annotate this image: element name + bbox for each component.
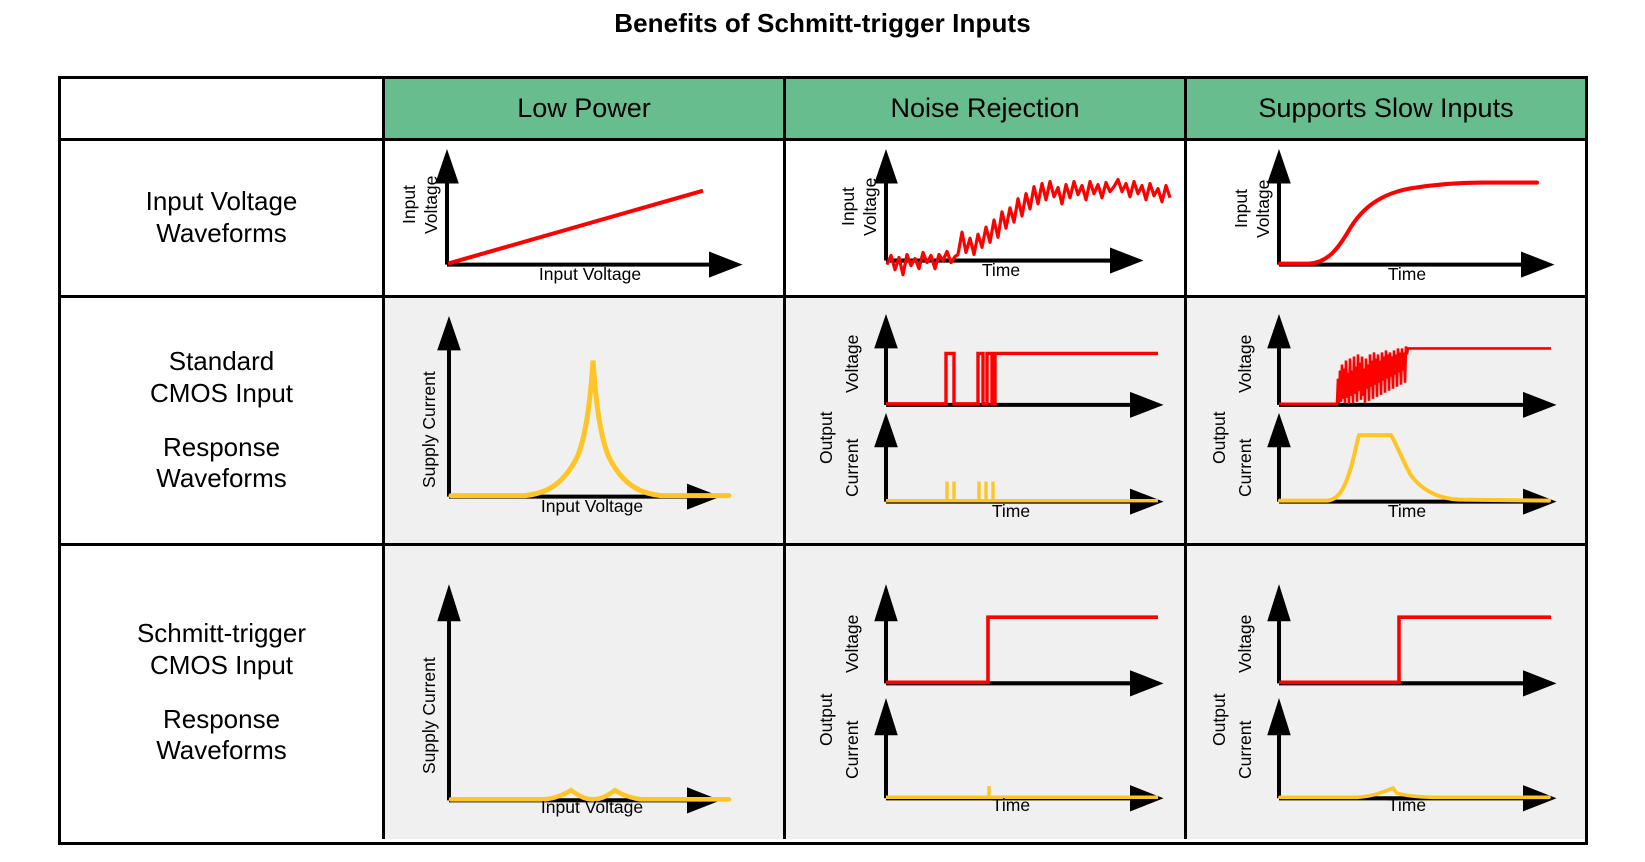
y-axis-label-a: Supply Current (419, 371, 439, 489)
y-axis-label-output: Output (1209, 693, 1229, 747)
x-axis-label: Time (991, 501, 1031, 521)
y-axis-label-a: Supply Current (419, 657, 439, 775)
x-axis-label: Input Voltage (540, 496, 644, 516)
x-axis-label: Time (1387, 795, 1427, 815)
header-cell-noise-rejection: Noise Rejection (786, 79, 1187, 138)
row-label-standard-cmos: Standard CMOS Input Response Waveforms (61, 298, 385, 543)
row-label-line: CMOS Input (149, 377, 294, 408)
chart-cell-lowpower-standard: Supply Current Input Voltage (385, 298, 786, 543)
row-label-spacer (137, 682, 306, 704)
y-axis-label-b: Voltage (860, 177, 880, 237)
y-axis-label-a: Input (1231, 189, 1251, 229)
table-header-row: Low Power Noise Rejection Supports Slow … (61, 79, 1585, 141)
header-cell-low-power: Low Power (385, 79, 786, 138)
header-label: Noise Rejection (890, 93, 1080, 123)
x-axis-label: Time (1387, 501, 1427, 521)
y-axis-label-current: Current (842, 438, 862, 498)
header-label: Low Power (517, 93, 651, 123)
y-axis-label-a: Input (838, 187, 858, 227)
y-axis-label-current: Current (1235, 438, 1255, 498)
plot-r1c1 (385, 141, 783, 295)
y-axis-label-output: Output (1209, 411, 1229, 465)
row-label-line: Waveforms (156, 735, 287, 766)
plot-r1c2 (786, 141, 1184, 295)
chart-cell-slowinput-standard: Output Voltage Current Time (1187, 298, 1585, 543)
row-label-line: Standard (168, 346, 275, 377)
plot-r2c3 (1187, 298, 1585, 543)
plot-r3c1 (385, 546, 783, 839)
x-axis-label: Input Voltage (538, 264, 642, 284)
y-axis-label-voltage: Voltage (1235, 334, 1255, 394)
table-row: Input Voltage Waveforms (61, 141, 1585, 298)
row-label-line: CMOS Input (149, 649, 294, 680)
chart-cell-lowpower-schmitt: Supply Current Input Voltage (385, 546, 786, 839)
chart-cell-noise-schmitt: Output Voltage Current Time (786, 546, 1187, 839)
plot-r2c1 (385, 298, 783, 543)
row-label-line: Response (162, 703, 281, 734)
y-axis-label-voltage: Voltage (842, 334, 862, 394)
chart-cell-slowinput-input: Input Voltage Time (1187, 141, 1585, 295)
x-axis-label: Input Voltage (540, 797, 644, 817)
header-cell-supports-slow-inputs: Supports Slow Inputs (1187, 79, 1585, 138)
y-axis-label-current: Current (842, 720, 862, 780)
row-label-schmitt-trigger: Schmitt-trigger CMOS Input Response Wave… (61, 546, 385, 839)
page-title: Benefits of Schmitt-trigger Inputs (614, 8, 1031, 38)
row-label-line: Waveforms (156, 463, 287, 494)
x-axis-label: Time (1387, 264, 1427, 284)
plot-r3c3 (1187, 546, 1585, 839)
plot-r3c2 (786, 546, 1184, 839)
header-label: Supports Slow Inputs (1258, 93, 1514, 123)
table-row: Standard CMOS Input Response Waveforms (61, 298, 1585, 546)
chart-cell-slowinput-schmitt: Output Voltage Current Time (1187, 546, 1585, 839)
row-label-line: Response (162, 431, 281, 462)
y-axis-label-a: Input (399, 185, 419, 225)
y-axis-label-current: Current (1235, 720, 1255, 780)
chart-cell-noise-input: Input Voltage Time (786, 141, 1187, 295)
y-axis-label-output: Output (816, 693, 836, 747)
y-axis-label-voltage: Voltage (842, 614, 862, 674)
x-axis-label: Time (991, 795, 1031, 815)
header-corner-cell (61, 79, 385, 138)
x-axis-label: Time (981, 260, 1021, 280)
row-label-line: Input Voltage (145, 186, 298, 217)
row-label-spacer (150, 410, 293, 432)
y-axis-label-voltage: Voltage (1235, 614, 1255, 674)
plot-r1c3 (1187, 141, 1585, 295)
y-axis-label-output: Output (816, 411, 836, 465)
chart-cell-lowpower-input: Input Voltage Input Voltage (385, 141, 786, 295)
y-axis-label-b: Voltage (421, 175, 441, 235)
benefits-table: Low Power Noise Rejection Supports Slow … (58, 76, 1588, 845)
chart-cell-noise-standard: Output Voltage Current Time (786, 298, 1187, 543)
plot-r2c2 (786, 298, 1184, 543)
table-row: Schmitt-trigger CMOS Input Response Wave… (61, 546, 1585, 839)
row-label-line: Schmitt-trigger (136, 618, 307, 649)
row-label-input-voltage-waveforms: Input Voltage Waveforms (61, 141, 385, 295)
row-label-line: Waveforms (156, 218, 287, 248)
y-axis-label-b: Voltage (1253, 179, 1273, 239)
